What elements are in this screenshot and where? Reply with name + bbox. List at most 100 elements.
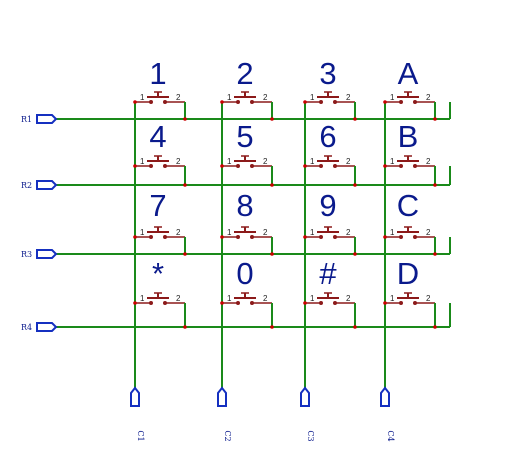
junction-dot: [133, 235, 137, 239]
switch-pin-1-label: 1: [140, 93, 145, 102]
junction-dot: [383, 301, 387, 305]
key-label-1-2: 6: [319, 119, 336, 154]
key-label-3-3: D: [397, 256, 419, 291]
row-port-label: R1: [21, 115, 32, 124]
column-port-label: C3: [306, 430, 315, 441]
key-label-0-3: A: [398, 56, 419, 91]
row-port-label: R3: [21, 250, 32, 259]
junction-dot: [133, 100, 137, 104]
junction-dot: [383, 235, 387, 239]
switch-pin-2-label: 2: [263, 228, 268, 237]
column-port: C3: [300, 386, 315, 442]
switch-pin-1-label: 1: [227, 294, 232, 303]
column-port-label: C1: [136, 430, 145, 441]
key-label-0-1: 2: [236, 56, 253, 91]
switch-contact: [250, 301, 254, 305]
junction-dot: [270, 117, 274, 121]
junction-dot: [303, 235, 307, 239]
switch-contact: [163, 100, 167, 104]
switch-pin-1-label: 1: [227, 157, 232, 166]
switch-contact: [149, 235, 153, 239]
junction-dot: [433, 183, 437, 187]
switch-pin-2-label: 2: [346, 294, 351, 303]
switch-contact: [413, 235, 417, 239]
junction-dot: [270, 252, 274, 256]
switch-contact: [149, 164, 153, 168]
switch-pin-2-label: 2: [263, 157, 268, 166]
junction-dot: [433, 117, 437, 121]
switch-contact: [250, 235, 254, 239]
switch-contact: [333, 164, 337, 168]
port-shape: [217, 386, 227, 407]
switch-contact: [333, 301, 337, 305]
switch-contact: [333, 100, 337, 104]
junction-dot: [220, 301, 224, 305]
junction-dot: [183, 252, 187, 256]
key-label-0-0: 1: [149, 56, 166, 91]
row-port-label: R4: [21, 323, 32, 332]
junction-dot: [220, 164, 224, 168]
junction-dot: [133, 164, 137, 168]
switch-pin-1-label: 1: [140, 157, 145, 166]
switch-pin-2-label: 2: [426, 93, 431, 102]
switch-contact: [399, 164, 403, 168]
key-label-3-2: #: [319, 256, 337, 291]
switch-pin-2-label: 2: [263, 93, 268, 102]
junction-dot: [353, 252, 357, 256]
junction-dot: [220, 100, 224, 104]
switch-contact: [319, 100, 323, 104]
column-port: C1: [130, 386, 145, 442]
column-port-label: C2: [223, 430, 232, 441]
key-label-0-2: 3: [319, 56, 336, 91]
switch-pin-1-label: 1: [227, 228, 232, 237]
junction-dot: [383, 100, 387, 104]
junction-dot: [270, 183, 274, 187]
switch-contact: [413, 164, 417, 168]
key-label-1-1: 5: [236, 119, 253, 154]
switch-pin-1-label: 1: [390, 294, 395, 303]
port-shape: [380, 386, 390, 407]
column-port-label: C4: [386, 430, 395, 441]
port-shape: [36, 249, 58, 259]
switch-pin-1-label: 1: [140, 228, 145, 237]
column-port: C4: [380, 386, 395, 442]
key-label-3-0: *: [152, 256, 164, 291]
switch-contact: [399, 100, 403, 104]
key-label-1-0: 4: [149, 119, 166, 154]
row-port: R4: [21, 322, 58, 332]
key-label-2-1: 8: [236, 188, 253, 223]
column-port: C2: [217, 386, 232, 442]
switch-pin-2-label: 2: [426, 294, 431, 303]
key-label-2-0: 7: [149, 188, 166, 223]
junction-dot: [270, 325, 274, 329]
key-label-3-1: 0: [236, 256, 253, 291]
junction-dot: [133, 301, 137, 305]
junction-dot: [183, 325, 187, 329]
junction-dot: [353, 325, 357, 329]
switch-pin-2-label: 2: [346, 157, 351, 166]
switch-pin-2-label: 2: [426, 157, 431, 166]
switch-contact: [236, 164, 240, 168]
switch-contact: [250, 164, 254, 168]
switch-contact: [163, 301, 167, 305]
switch-contact: [399, 301, 403, 305]
switch-pin-2-label: 2: [263, 294, 268, 303]
switch-pin-1-label: 1: [310, 294, 315, 303]
switch-contact: [236, 301, 240, 305]
junction-dot: [183, 117, 187, 121]
switch-pin-2-label: 2: [176, 157, 181, 166]
row-port: R3: [21, 249, 58, 259]
switch-pin-2-label: 2: [346, 228, 351, 237]
